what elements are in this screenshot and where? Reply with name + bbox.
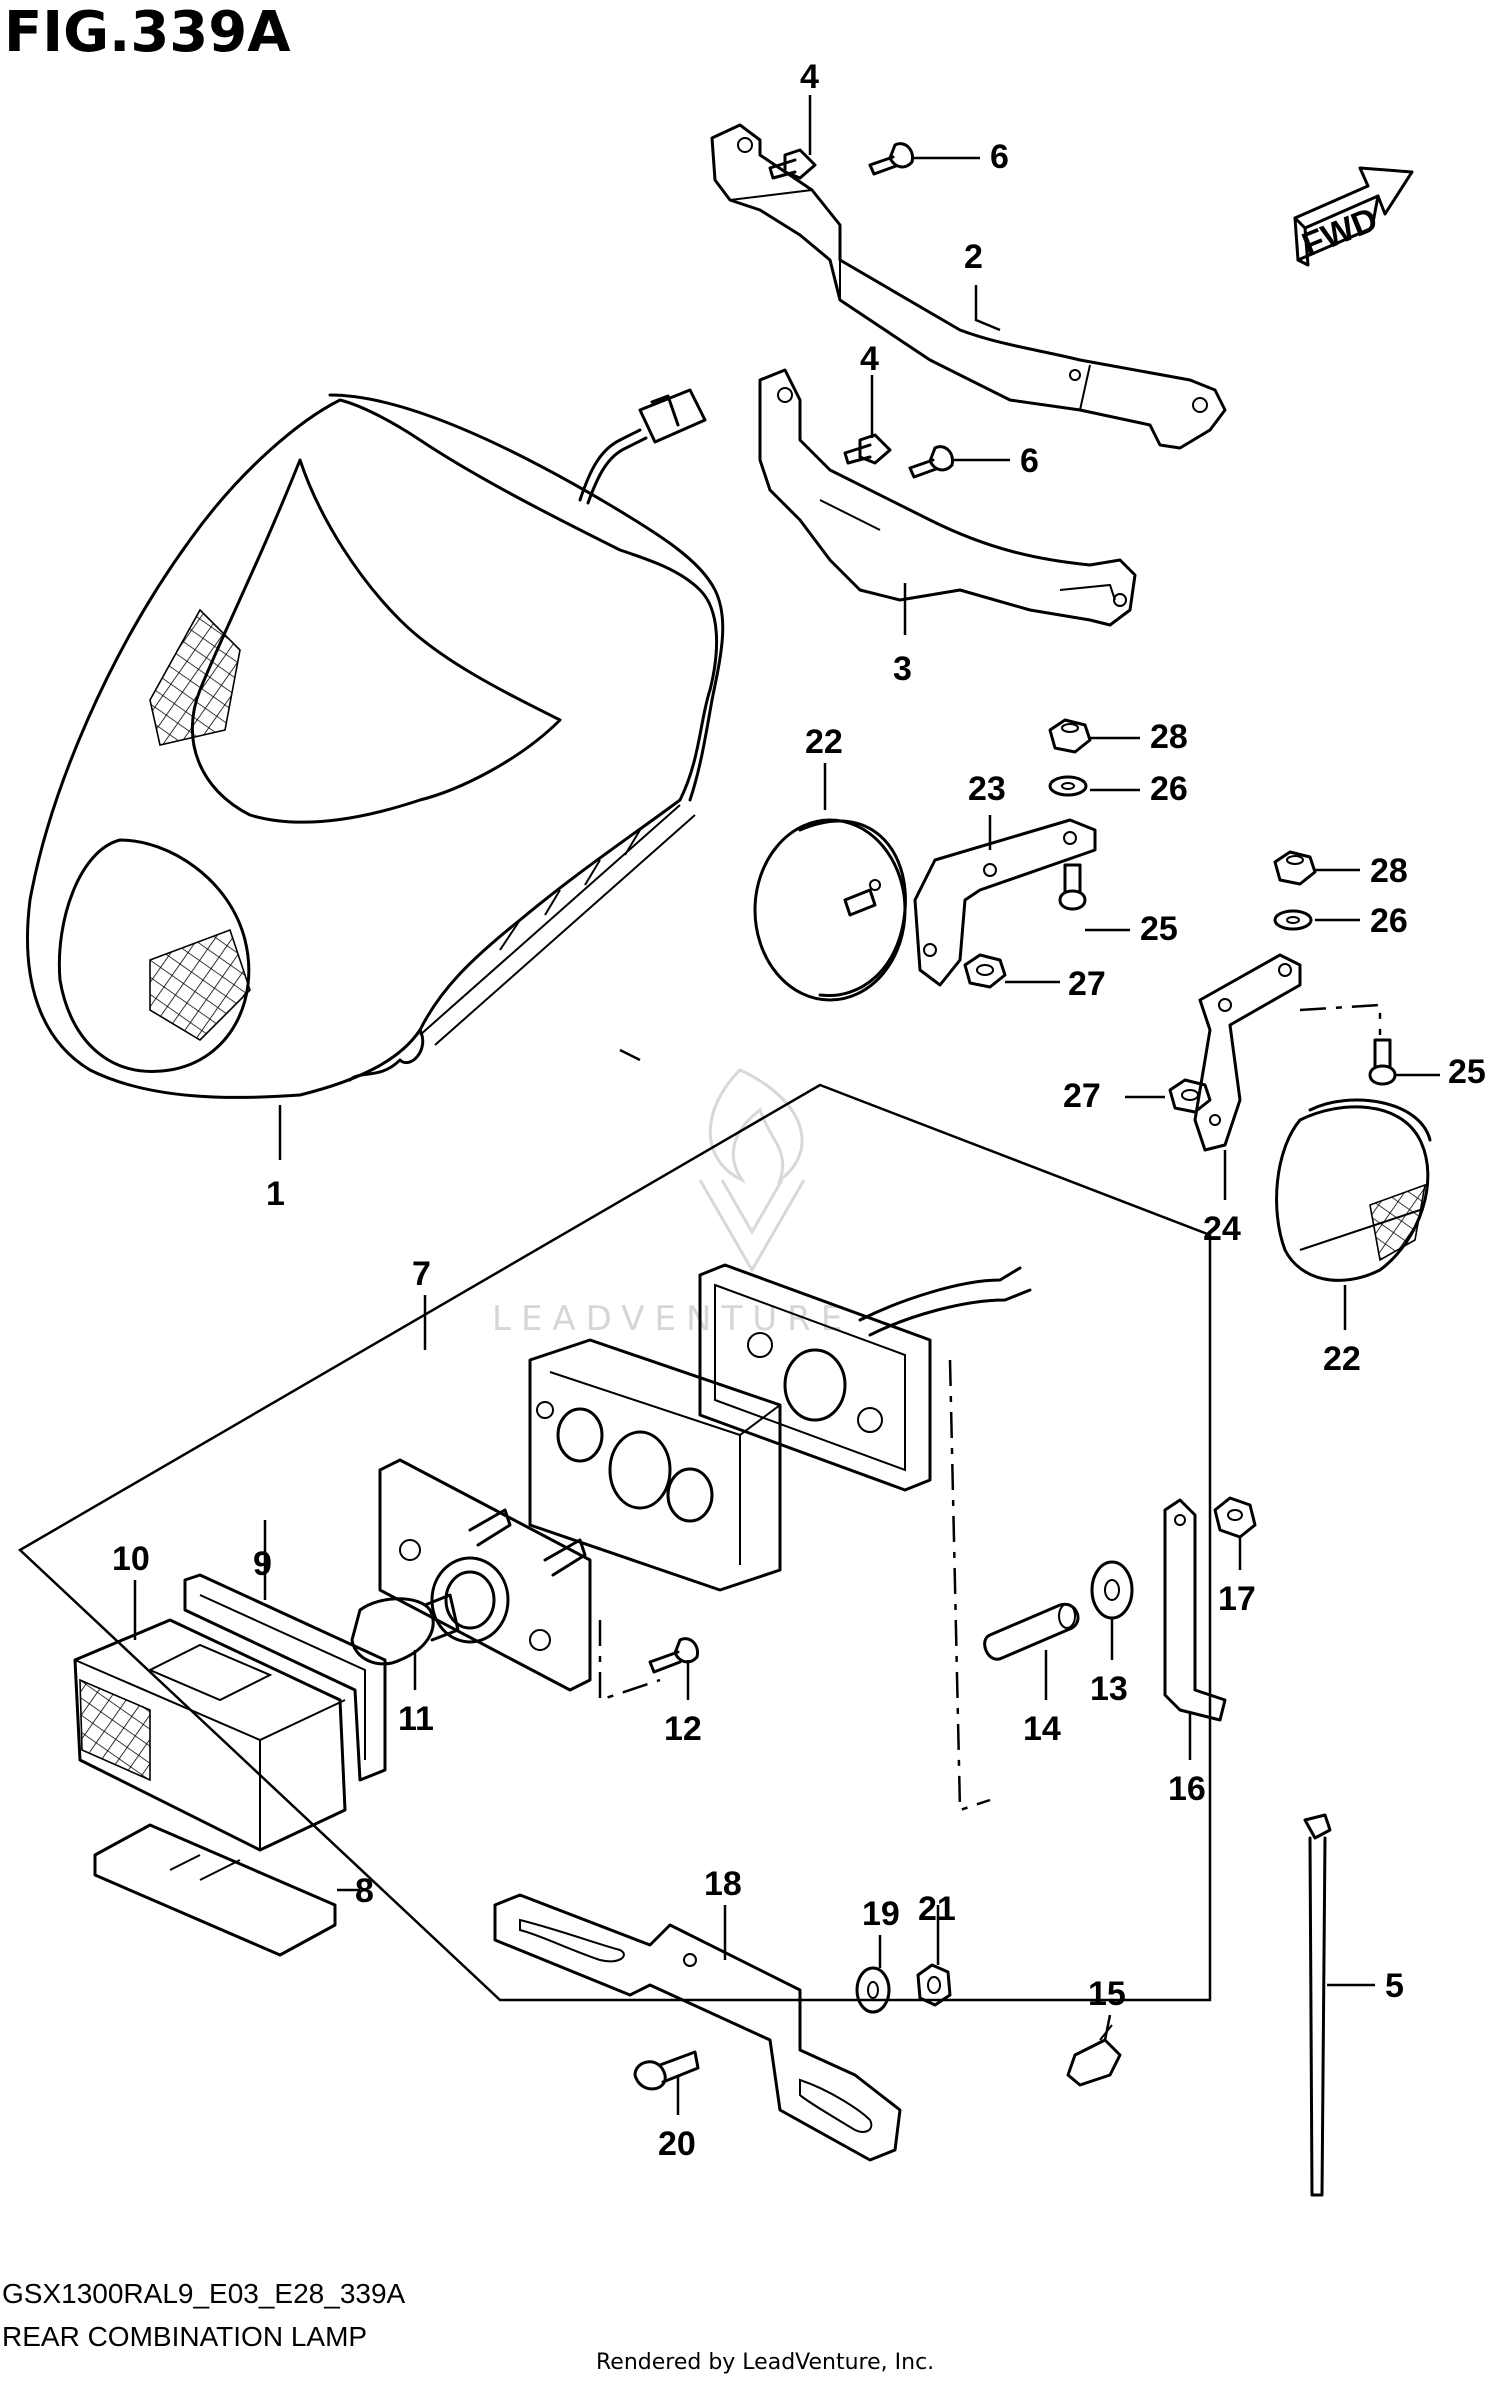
nut-28-b	[1273, 850, 1317, 886]
callout-3: 3	[893, 650, 912, 688]
nut-27-b	[1168, 1078, 1212, 1114]
callout-28-a: 28	[1150, 718, 1188, 756]
nut-part-21	[916, 1963, 952, 2007]
rendered-by-credit: Rendered by LeadVenture, Inc.	[596, 2350, 935, 2375]
upper-bracket-part-2	[710, 123, 1227, 450]
nut-28-a	[1048, 718, 1092, 754]
clamp-part-16	[1163, 1498, 1227, 1722]
callout-labels: 1 2 3 4 4 5 6 6 7 8 9 10 11 12 13 14 15 …	[112, 58, 1486, 2163]
lower-bracket-part-3	[758, 368, 1137, 627]
reflector-part-22-lower	[1275, 1098, 1432, 1282]
callout-10: 10	[112, 1540, 150, 1578]
model-code: GSX1300RAL9_E03_E28_339A	[2, 2278, 406, 2309]
figure-title: FIG.339A	[4, 0, 291, 65]
washer-26-b	[1273, 909, 1313, 931]
nut-part-17	[1213, 1496, 1257, 1539]
lens-plate-part-8	[93, 1823, 337, 1957]
reflector-bracket-part-23	[913, 818, 1097, 987]
callout-20: 20	[658, 2125, 696, 2163]
callout-13: 13	[1090, 1670, 1128, 1708]
lamp-housing-part-1	[26, 388, 725, 1099]
callout-1: 1	[266, 1175, 285, 1213]
lamp-socket-seal	[698, 1263, 1032, 1492]
callout-14: 14	[1023, 1710, 1061, 1748]
lamp-lens-part-10	[73, 1618, 347, 1852]
screw-part-20	[633, 2050, 700, 2091]
callout-19: 19	[862, 1895, 900, 1933]
callout-17: 17	[1218, 1580, 1256, 1618]
lamp-reflector-body	[528, 1338, 782, 1592]
callout-25-a: 25	[1140, 910, 1178, 948]
callout-7: 7	[412, 1255, 431, 1293]
assembly-frame-part-7	[17, 1083, 1212, 2002]
callout-22-lower: 22	[1323, 1340, 1361, 1378]
callout-11: 11	[398, 1700, 434, 1738]
callout-6-lower: 6	[1020, 442, 1039, 480]
callout-25-b: 25	[1448, 1053, 1486, 1091]
clip-part-15	[1066, 2024, 1122, 2087]
callout-26-a: 26	[1150, 770, 1188, 808]
callout-16: 16	[1168, 1770, 1206, 1808]
callout-4-upper: 4	[800, 58, 819, 96]
screw-6-upper	[868, 142, 915, 176]
screw-part-12	[648, 1637, 700, 1674]
alignment-lines	[598, 1048, 991, 1812]
callout-6-upper: 6	[990, 138, 1009, 176]
callout-5: 5	[1385, 1967, 1404, 2005]
screw-25-a	[1058, 863, 1087, 911]
callout-4-lower: 4	[860, 340, 879, 378]
watermark-text: LEADVENTURE	[492, 1299, 852, 1339]
callout-27-a: 27	[1068, 965, 1106, 1003]
screw-25-b	[1368, 1038, 1397, 1086]
reflector-part-22-upper	[753, 818, 907, 1002]
leader-lines	[133, 95, 1440, 2115]
nut-27-a	[963, 953, 1007, 989]
callout-22-upper: 22	[805, 723, 843, 761]
bolt-4-upper	[768, 148, 817, 180]
callout-9: 9	[253, 1545, 272, 1583]
bolt-4-lower	[843, 433, 892, 465]
callout-24: 24	[1203, 1210, 1241, 1248]
screw-6-lower	[908, 445, 955, 479]
assembly-name: REAR COMBINATION LAMP	[2, 2321, 368, 2352]
callout-15: 15	[1088, 1975, 1126, 2013]
callout-2: 2	[964, 238, 983, 276]
washer-part-19	[855, 1966, 891, 2014]
washer-26-a	[1048, 775, 1088, 797]
fwd-label: FWD	[1297, 200, 1383, 264]
callout-18: 18	[704, 1865, 742, 1903]
callout-27-b: 27	[1063, 1077, 1101, 1115]
license-bracket-part-18	[493, 1893, 902, 2162]
watermark-logo: LEADVENTURE	[492, 1068, 852, 1339]
cable-tie-part-5	[1303, 1813, 1332, 2197]
callout-26-b: 26	[1370, 902, 1408, 940]
callout-21: 21	[918, 1890, 956, 1928]
bulb-part-11	[350, 1593, 460, 1666]
gasket-part-9	[183, 1573, 387, 1782]
washer-part-13	[1090, 1560, 1134, 1620]
callout-12: 12	[664, 1710, 702, 1748]
callout-8: 8	[355, 1872, 374, 1910]
callout-28-b: 28	[1370, 852, 1408, 890]
callout-23: 23	[968, 770, 1006, 808]
spacer-part-14	[983, 1602, 1080, 1661]
lamp-socket-base	[378, 1458, 592, 1692]
reflector-bracket-part-24	[1193, 953, 1382, 1152]
fwd-arrow-icon: FWD	[1293, 166, 1414, 267]
